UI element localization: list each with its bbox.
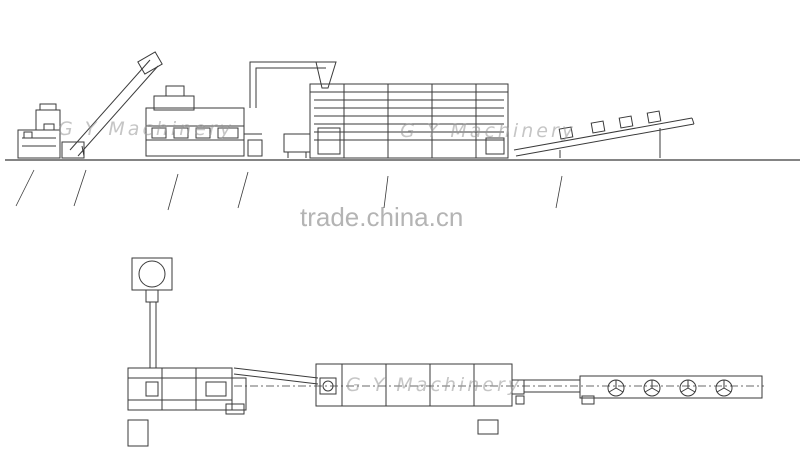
feed-tank-plan [131,257,173,368]
mixer-machine [17,103,61,159]
screw-conveyor [61,51,163,159]
site-watermark: trade.china.cn [300,202,464,232]
cooling-conveyor-plan [523,375,763,405]
cooling-conveyor [513,110,695,158]
top-plan-view [127,257,764,447]
side-elevation-view [5,51,800,211]
dryer-machine [309,83,509,159]
cooling-fan [607,379,625,397]
leader-lines [15,169,563,211]
cooling-fan [679,379,697,397]
cooling-fan [643,379,661,397]
extruder-machine [145,85,263,157]
air-duct [249,61,337,108]
dryer-plan [315,363,525,435]
extruder-plan [127,367,247,447]
cooling-fan [715,379,733,397]
feeder-unit [283,133,311,158]
duct-plan [233,367,319,385]
